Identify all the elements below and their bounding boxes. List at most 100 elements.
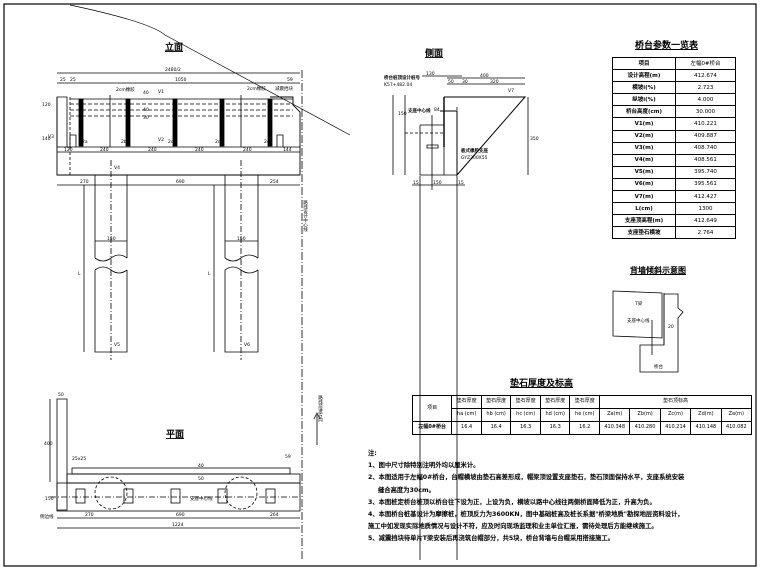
v3-label: V3 xyxy=(48,134,54,140)
table-row: 横坡i(%)2.723 xyxy=(612,81,736,95)
road-center-label: 路线设计中心线 xyxy=(303,199,308,232)
param-name: V3(m) xyxy=(612,141,676,155)
backwall-beam-label: T梁 xyxy=(634,300,643,307)
plan-center-label: 支座中心线 xyxy=(190,495,213,502)
thick-label: 垫石厚度 xyxy=(480,395,512,409)
param-name: V2(m) xyxy=(612,129,676,143)
table-row: 桥台高度(cm)30.000 xyxy=(612,105,736,119)
thick-value: 16.2 xyxy=(569,421,600,435)
note-line: 4、本图桥台桩基设计为摩擦桩，桩顶反力为3600KN，图中基础桩高及桩长系据"桥… xyxy=(368,511,684,519)
side-right-height: 350 xyxy=(530,136,539,142)
pile-length-left: L xyxy=(78,271,81,277)
pads-item-header: 项目 xyxy=(411,395,453,422)
v7-label: V7 xyxy=(508,88,514,94)
thick-value: 16.3 xyxy=(510,421,541,435)
pads-title: 垫石厚度及标高 xyxy=(510,379,574,389)
v1-label: V1 xyxy=(158,89,164,95)
direction-arrow-icon xyxy=(313,412,321,445)
side-offset: 84 xyxy=(434,107,440,113)
thick-unit: hb (cm) xyxy=(480,408,512,422)
note-line: 1、图中尺寸除特别注明外均以厘米计。 xyxy=(368,462,480,470)
spacing-1: 120 xyxy=(64,147,73,153)
param-value: 395.740 xyxy=(675,165,736,179)
table-row: V4(m)408.561 xyxy=(612,153,736,167)
v5-label: V5 xyxy=(114,342,120,348)
pads-table: 项目 垫石厚度 垫石厚度 垫石厚度 垫石厚度 垫石厚度 垫石顶标高 ha (cm… xyxy=(411,395,753,435)
station-label: 桥台桩顶设计桩号 xyxy=(384,74,420,81)
side-center-label: 支座中心线 xyxy=(408,107,431,114)
pile-diameter-right: 150 xyxy=(237,236,246,242)
plan-wall-width: 50 xyxy=(58,392,64,398)
param-name: 支座垫石横坡 xyxy=(612,226,676,240)
thick-label: 垫石厚度 xyxy=(569,395,600,409)
param-value: 4.000 xyxy=(675,93,736,107)
param-value: 410.221 xyxy=(675,117,736,131)
plan-gap: 59 xyxy=(285,454,291,460)
dim-left-a: 25 xyxy=(60,77,66,83)
spacing-3: 240 xyxy=(148,147,157,153)
pile-spacing-2: 690 xyxy=(176,179,185,185)
plan-cap-width: 150 xyxy=(45,496,54,502)
table-row: V7(m)412.427 xyxy=(612,190,736,204)
dim-height-left: 120 xyxy=(42,102,51,108)
side-dim-130: 130 xyxy=(426,71,435,77)
dim-h3: 30 xyxy=(143,115,149,121)
elev-unit: Za(m) xyxy=(598,408,631,422)
plan-chamfer: 25x25 xyxy=(72,456,86,462)
pad-label-2a: 2a xyxy=(82,139,88,145)
table-row: 设计高程(m)412.674 xyxy=(612,69,736,83)
plan-spacing-2: 690 xyxy=(176,512,185,518)
pile-spacing-3: 254 xyxy=(270,179,279,185)
sheet-border xyxy=(3,3,757,567)
elev-label: 垫石顶标高 xyxy=(599,395,752,409)
spacing-2: 240 xyxy=(100,147,109,153)
spacing-6: 144 xyxy=(283,147,292,153)
table-row: 纵坡i(%)4.000 xyxy=(612,93,736,107)
side-dim-50: 50 xyxy=(448,79,454,85)
param-name: V6(m) xyxy=(612,177,676,192)
param-value: 2.764 xyxy=(675,226,736,240)
table-row: V1(m)410.221 xyxy=(612,117,736,131)
param-name: V5(m) xyxy=(612,165,676,179)
dim-right-top: 59 xyxy=(287,77,293,83)
param-name: L(cm) xyxy=(612,202,676,216)
piles: 150 150 L L V5 V6 路线设计中心线 xyxy=(78,70,308,560)
dim-left-b: 25 xyxy=(70,77,76,83)
param-value: 412.427 xyxy=(675,190,736,204)
side-view-title: 侧面 xyxy=(425,47,443,59)
plan-view-title: 平面 xyxy=(166,429,184,440)
side-cap-height: 150 xyxy=(398,111,407,117)
thick-label: 垫石厚度 xyxy=(510,395,541,409)
thick-value: 16.4 xyxy=(451,421,482,435)
table-row: V3(m)408.740 xyxy=(612,141,736,155)
param-value: 408.740 xyxy=(675,141,736,155)
v2-label: V2 xyxy=(158,137,164,143)
note-line: 5、减震挡块待单片T梁安装后再浇筑台帽部分，共5块，桥台背墙与台帽采用搭接施工。 xyxy=(368,535,615,543)
elev-unit: Zc(m) xyxy=(659,408,692,422)
plan-spacing-1: 270 xyxy=(85,512,94,518)
param-value: 412.649 xyxy=(675,214,736,228)
front-view: 立面 2480/2 1050 25 25 59 2cm橡胶 2cm橡胶 减震挡块… xyxy=(42,41,301,186)
note-line: 缝合高度为30cm。 xyxy=(378,486,435,494)
backwall-title: 背墙倾斜示意图 xyxy=(630,266,686,275)
plan-edge-label: 侧边线 xyxy=(40,513,54,520)
elev-value: 410.214 xyxy=(659,421,692,435)
row-label: 左幅0#桥台 xyxy=(411,421,453,435)
backwall-diagram: T梁 支座中心线 桥台 20 xyxy=(612,290,684,373)
thick-label: 垫石厚度 xyxy=(539,395,571,409)
plan-inner2: 50 xyxy=(198,476,204,482)
param-name: 支座顶高程(m) xyxy=(612,214,676,228)
dim-cap: 1050 xyxy=(175,77,187,83)
backwall-center-label: 支座中心线 xyxy=(627,317,650,324)
plan-spacing-3: 264 xyxy=(270,512,279,518)
table-header-row: 项目 左幅0#桥台 xyxy=(612,56,736,71)
param-value: 408.561 xyxy=(675,153,736,167)
thick-unit: hd (cm) xyxy=(539,408,571,422)
thick-unit: he (cm) xyxy=(569,408,600,422)
side-dim-320: 320 xyxy=(490,79,499,85)
block-note: 减震挡块 xyxy=(275,85,293,92)
table-row: V5(m)395.740 xyxy=(612,165,736,179)
